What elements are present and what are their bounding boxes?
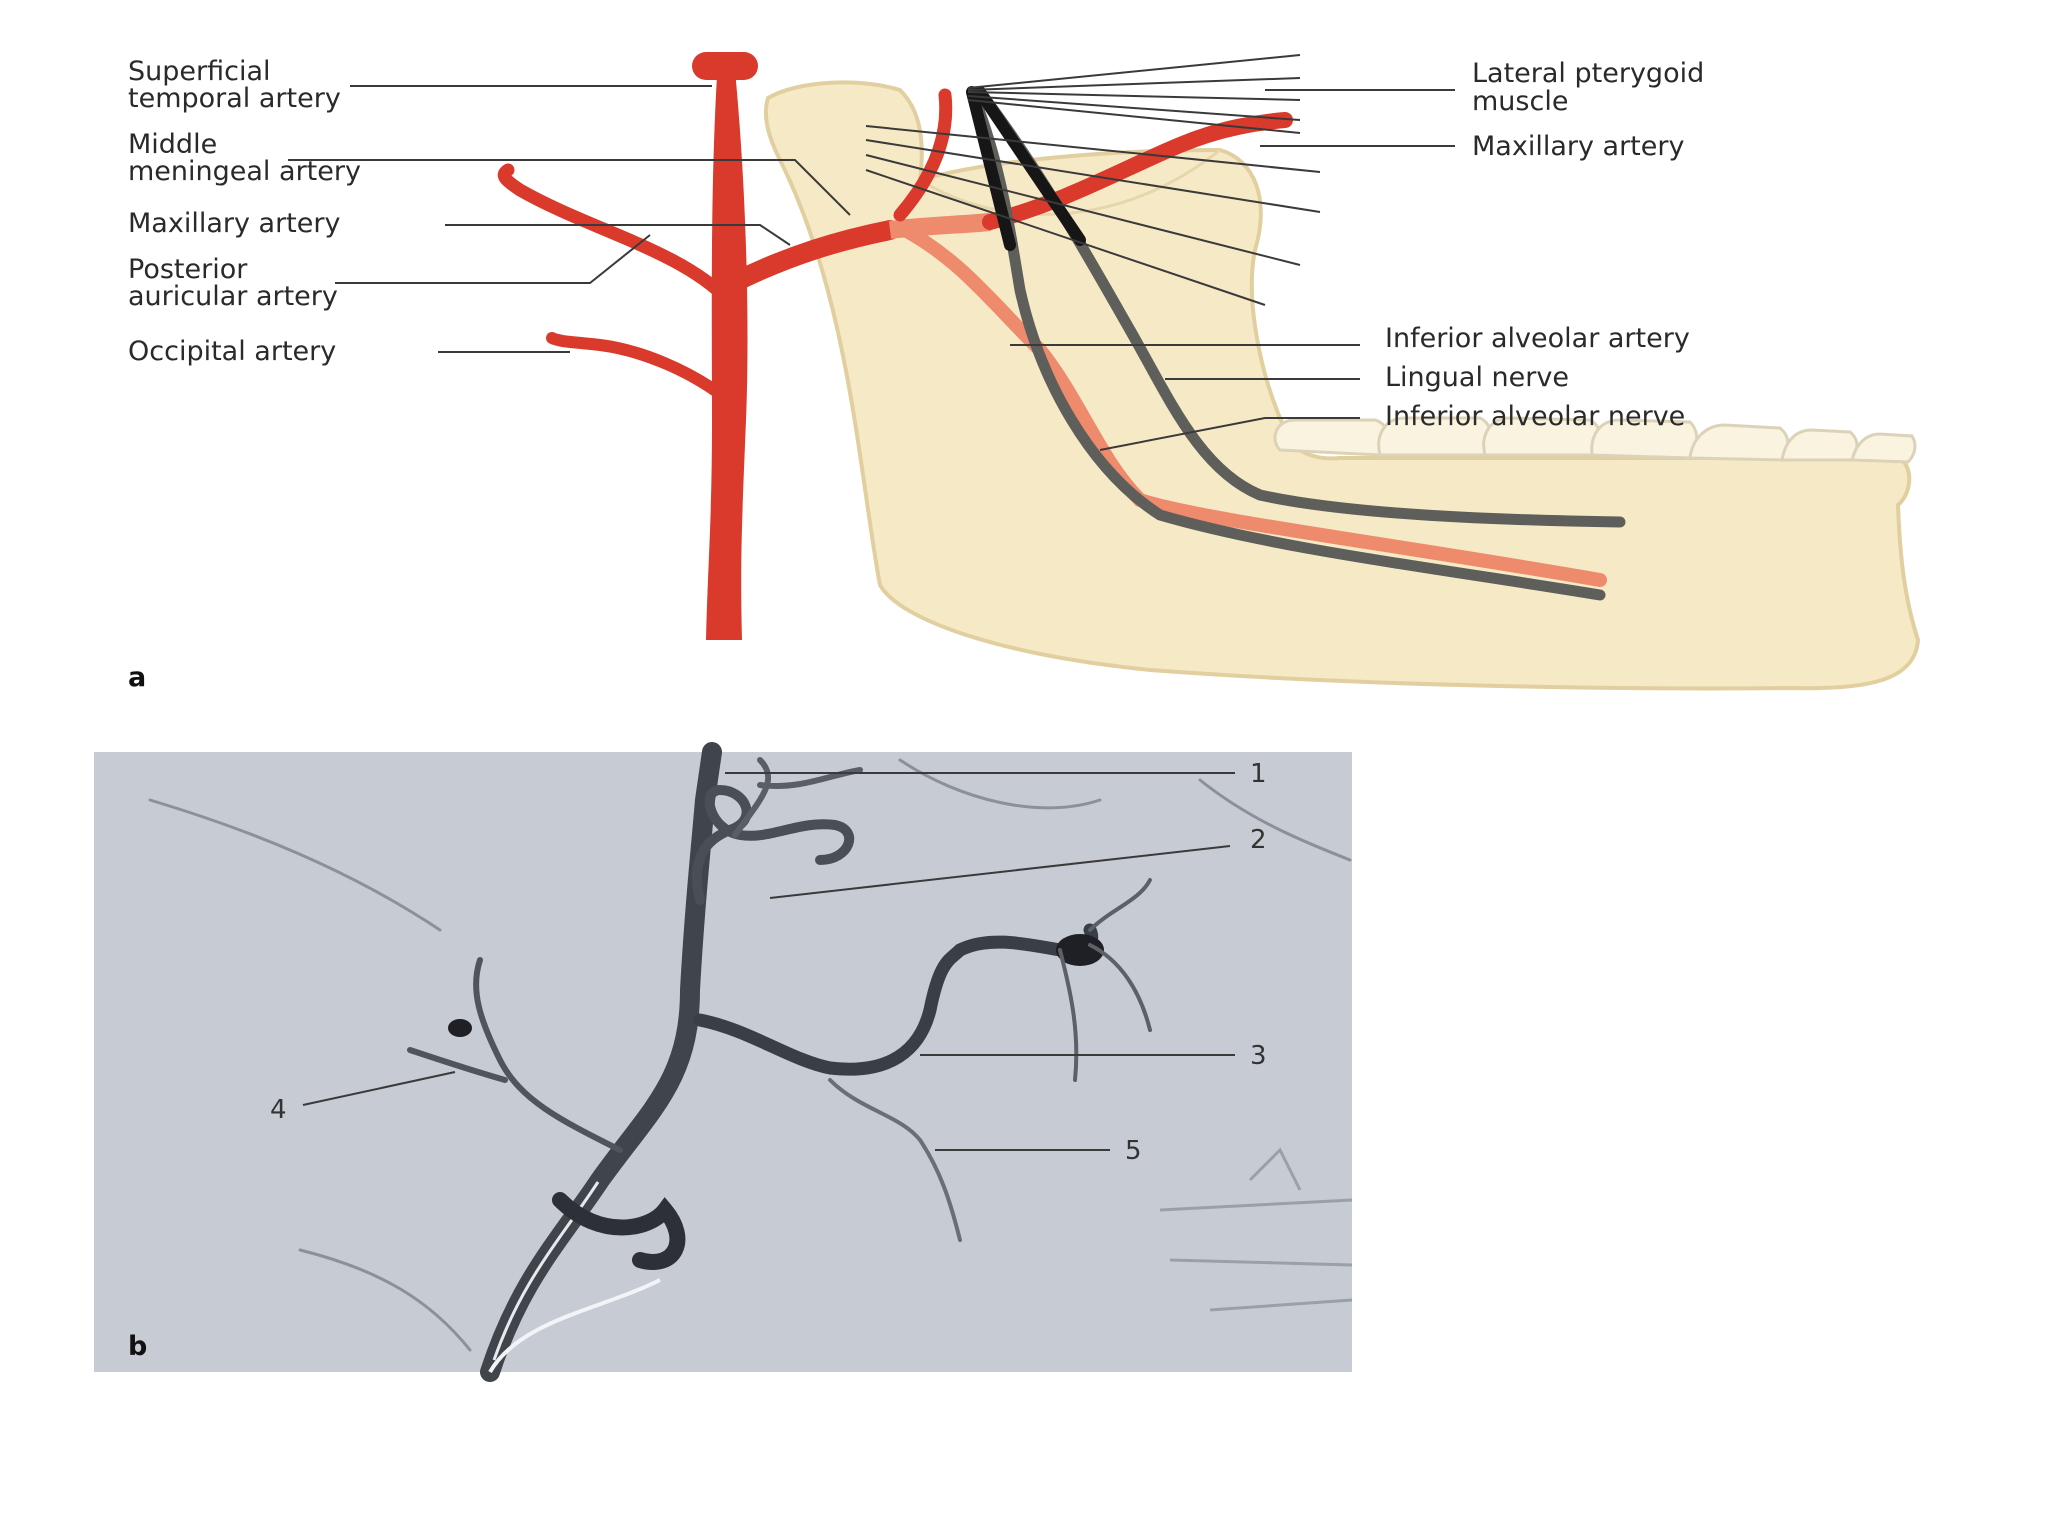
marker-3: 3 bbox=[1250, 1041, 1267, 1071]
marker-4: 4 bbox=[270, 1095, 287, 1125]
teeth bbox=[1273, 416, 1917, 464]
right-leaders bbox=[865, 54, 1455, 451]
external-carotid-artery bbox=[706, 60, 748, 640]
angiogram-blush-right bbox=[1056, 934, 1104, 966]
angiogram-faint-vessels bbox=[148, 758, 1352, 1352]
angiogram-bone-structures bbox=[1159, 1147, 1353, 1312]
panel-b: 1 2 3 4 5 b bbox=[94, 742, 1353, 1382]
label-posterior-auricular-artery: Posterior auricular artery bbox=[128, 254, 338, 312]
marker-1: 1 bbox=[1250, 759, 1267, 789]
panel-b-letter: b bbox=[128, 1331, 147, 1362]
label-maxillary-artery-right: Maxillary artery bbox=[1472, 131, 1684, 162]
panel-a-letter: a bbox=[128, 662, 146, 693]
angiogram-blush-left bbox=[448, 1019, 472, 1037]
angiogram-loop bbox=[552, 1192, 686, 1270]
marker-leaders bbox=[302, 772, 1235, 1151]
maxillary-artery bbox=[725, 220, 900, 292]
marker-2: 2 bbox=[1250, 825, 1267, 855]
label-superficial-temporal-artery: Superficial temporal artery bbox=[128, 56, 341, 114]
angiogram-left-branches bbox=[407, 957, 623, 1153]
marker-5: 5 bbox=[1125, 1136, 1142, 1166]
angiogram-right-fine-branches bbox=[1058, 878, 1152, 1082]
middle-meningeal-artery bbox=[893, 88, 953, 222]
angiogram-upper-tortuous bbox=[691, 784, 855, 905]
angiogram-upper-branch bbox=[732, 757, 863, 838]
label-maxillary-artery-left: Maxillary artery bbox=[128, 208, 340, 239]
label-lateral-pterygoid-muscle: Lateral pterygoid muscle bbox=[1472, 58, 1713, 117]
label-inferior-alveolar-nerve: Inferior alveolar nerve bbox=[1385, 401, 1685, 432]
occipital-artery bbox=[546, 332, 734, 406]
angiogram-catheter bbox=[488, 1278, 661, 1374]
posterior-auricular-artery bbox=[497, 163, 735, 307]
label-middle-meningeal-artery: Middle meningeal artery bbox=[128, 129, 361, 187]
angiogram-vessel-5 bbox=[828, 1078, 962, 1242]
angiogram-main-vessel-inner bbox=[492, 1181, 600, 1361]
label-occipital-artery: Occipital artery bbox=[128, 336, 336, 367]
label-inferior-alveolar-artery: Inferior alveolar artery bbox=[1385, 323, 1690, 354]
angiogram-shade bbox=[94, 752, 1352, 1372]
label-lingual-nerve: Lingual nerve bbox=[1385, 362, 1569, 393]
panel-a: Superficial temporal artery Middle menin… bbox=[128, 52, 1921, 693]
left-leaders bbox=[288, 85, 851, 353]
